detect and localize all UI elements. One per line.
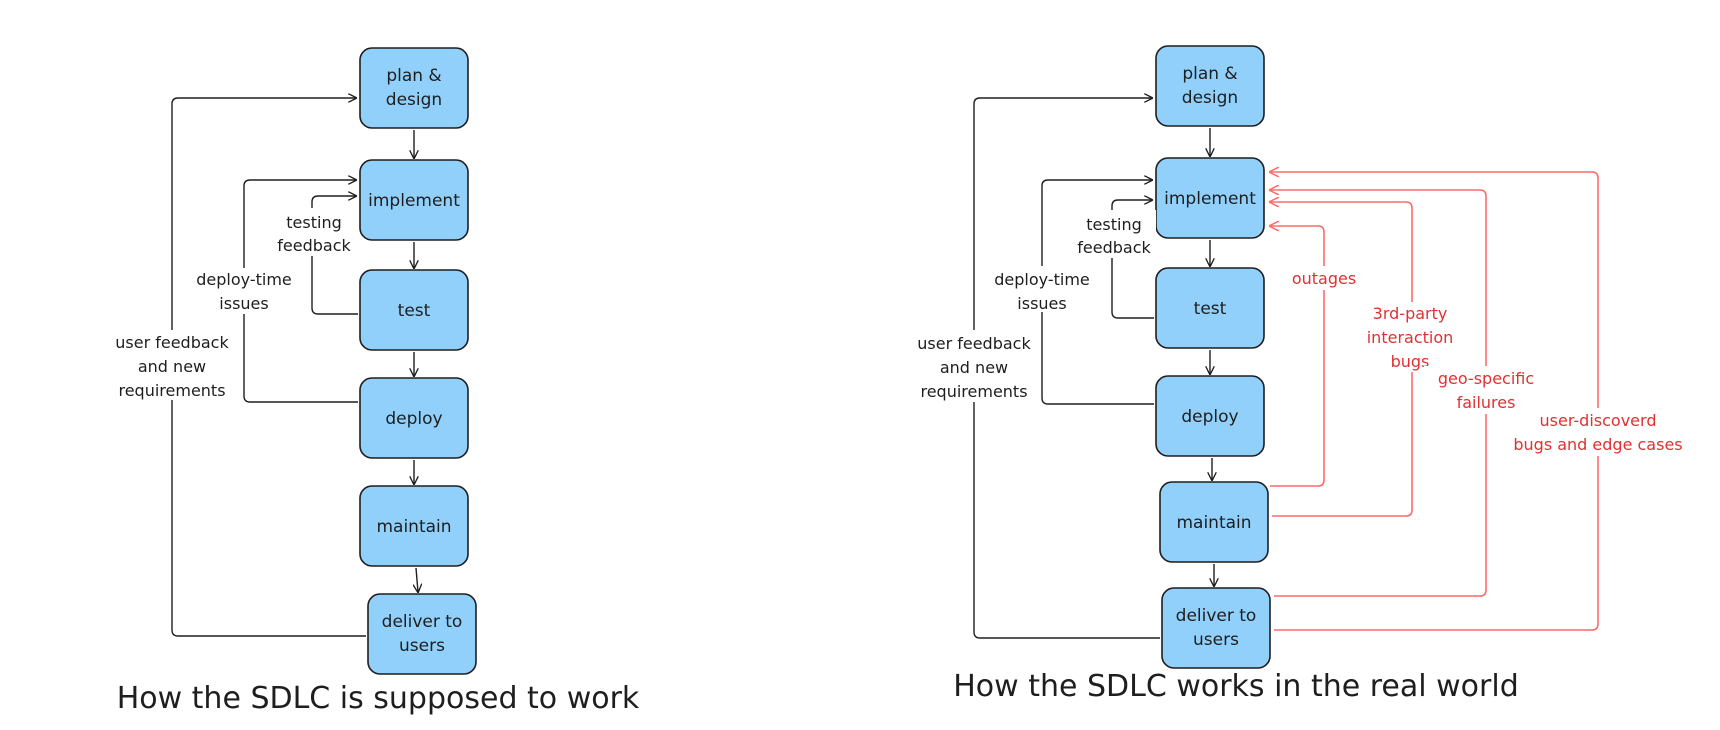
svg-text:failures: failures [1457, 393, 1516, 412]
right-label-outages: outages [1284, 266, 1366, 290]
right-label-3rd-party: 3rd-party interaction bugs [1358, 302, 1464, 372]
svg-text:design: design [1182, 88, 1238, 108]
right-stage-deliver: deliver to users [1161, 587, 1271, 669]
svg-text:maintain: maintain [376, 517, 451, 537]
svg-text:bugs: bugs [1391, 352, 1430, 371]
left-stage-deliver: deliver to users [367, 593, 477, 675]
left-diagram-title: How the SDLC is supposed to work [117, 681, 640, 716]
right-flow-arrows [1210, 128, 1214, 586]
left-stage-test: test [359, 269, 469, 351]
right-stage-implement: implement [1155, 157, 1265, 239]
svg-text:plan &: plan & [386, 66, 441, 86]
left-stage-plan-design: plan & design [359, 47, 469, 129]
svg-text:3rd-party: 3rd-party [1373, 304, 1448, 323]
svg-text:outages: outages [1292, 269, 1356, 288]
svg-text:design: design [386, 90, 442, 110]
right-label-user-discovered: user-discoverd bugs and edge cases [1500, 408, 1696, 456]
right-stage-plan-design: plan & design [1155, 45, 1265, 127]
left-label-deploy-issues: deploy-time issues [192, 268, 296, 314]
right-user-discovered-arrow [1270, 172, 1599, 631]
right-stage-deploy: deploy [1155, 375, 1265, 457]
svg-text:deliver to: deliver to [1176, 606, 1257, 626]
svg-text:plan &: plan & [1182, 64, 1237, 84]
svg-text:user feedback: user feedback [917, 334, 1031, 353]
svg-text:geo-specific: geo-specific [1438, 369, 1534, 388]
svg-text:user feedback: user feedback [115, 333, 229, 352]
left-flow-arrows [414, 130, 418, 592]
right-label-user-feedback: user feedback and new requirements [908, 330, 1040, 402]
svg-text:maintain: maintain [1176, 513, 1251, 533]
left-stage-deploy: deploy [359, 377, 469, 459]
svg-text:requirements: requirements [920, 382, 1027, 401]
svg-text:deploy: deploy [1181, 407, 1238, 427]
right-diagram: plan & design implement test deploy main… [908, 45, 1696, 704]
svg-text:deploy: deploy [385, 409, 442, 429]
left-stage-maintain: maintain [359, 485, 469, 567]
svg-text:implement: implement [1164, 189, 1256, 209]
right-outages-arrow [1270, 226, 1325, 487]
svg-text:requirements: requirements [118, 381, 225, 400]
right-stage-test: test [1155, 267, 1265, 349]
svg-text:testing: testing [1086, 215, 1141, 234]
svg-text:users: users [399, 636, 445, 656]
svg-text:implement: implement [368, 191, 460, 211]
right-label-deploy-issues: deploy-time issues [990, 266, 1094, 313]
left-diagram: plan & design implement test deploy main… [108, 47, 640, 716]
svg-text:and new: and new [940, 358, 1008, 377]
right-testing-feedback-arrow [1111, 200, 1154, 319]
right-label-geo-failures: geo-specific failures [1424, 366, 1548, 414]
right-stage-maintain: maintain [1159, 481, 1269, 563]
svg-text:test: test [398, 301, 431, 321]
left-label-testing-feedback: testing feedback [268, 208, 352, 256]
svg-text:user-discoverd: user-discoverd [1540, 411, 1657, 430]
left-label-user-feedback: user feedback and new requirements [108, 330, 236, 400]
left-stage-implement: implement [359, 159, 469, 241]
svg-text:issues: issues [219, 294, 268, 313]
svg-text:users: users [1193, 630, 1239, 650]
svg-text:testing: testing [286, 213, 341, 232]
svg-text:feedback: feedback [1077, 238, 1151, 257]
svg-text:deploy-time: deploy-time [196, 270, 292, 289]
svg-text:issues: issues [1017, 294, 1066, 313]
svg-text:deploy-time: deploy-time [994, 270, 1090, 289]
svg-text:feedback: feedback [277, 236, 351, 255]
svg-text:deliver to: deliver to [382, 612, 463, 632]
svg-text:interaction: interaction [1367, 328, 1454, 347]
right-diagram-title: How the SDLC works in the real world [953, 669, 1519, 704]
svg-text:test: test [1194, 299, 1227, 319]
svg-text:and new: and new [138, 357, 206, 376]
right-label-testing-feedback: testing feedback [1070, 210, 1156, 258]
svg-text:bugs and edge cases: bugs and edge cases [1513, 435, 1682, 454]
